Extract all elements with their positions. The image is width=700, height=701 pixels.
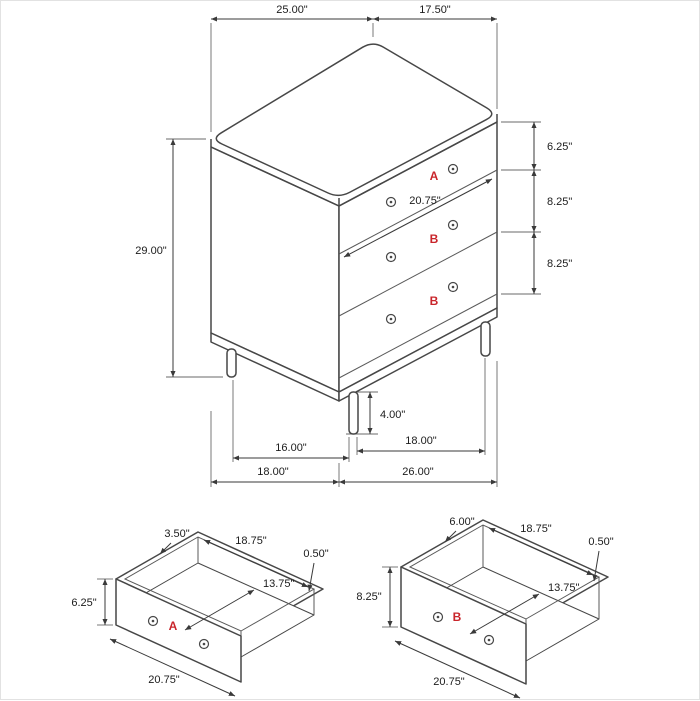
drawer-a-front-width-label: 20.75" (148, 674, 180, 686)
drawer-a-box: A (115, 531, 324, 683)
dim-top-depth-label: 17.50" (419, 4, 451, 16)
main-dimension-lines (170, 16, 537, 485)
leg-front (348, 391, 359, 435)
drawer-b-side-height-label: 6.00" (449, 516, 474, 528)
drawer-a-inner-width-label: 18.75" (235, 535, 267, 547)
leg-right (480, 321, 491, 357)
drawer-a-side-height-label: 3.50" (164, 528, 189, 540)
drawer-a-dimensions: 6.25" 3.50" 18.75" 0.50" 13.75" 20.75" (71, 528, 329, 697)
dim-drawer-b1-height-label: 8.25" (547, 196, 572, 208)
drawer-a-front-height-label: 6.25" (71, 597, 96, 609)
drawer-b-detail: B 8.25" 6.00" 18.75" 0.50" 13.75" 20.75" (356, 516, 614, 699)
dim-height-label: 29.00" (135, 245, 167, 257)
drawer-b-inner-width-label: 18.75" (520, 523, 552, 535)
leg-left (226, 348, 237, 378)
drawer-b-dimensions: 8.25" 6.00" 18.75" 0.50" 13.75" 20.75" (356, 516, 614, 699)
dim-drawer-width-label: 20.75" (409, 195, 441, 207)
drawer-b-front-height-label: 8.25" (356, 591, 381, 603)
main-drawer-letters: A B B (430, 169, 439, 308)
dim-overall-depth-label: 18.00" (257, 466, 289, 478)
main-view: 25.00" 17.50" 29.00" 6.25" 8.25" 8.25" 2… (135, 4, 572, 487)
drawer-b-front-width-label: 20.75" (433, 676, 465, 688)
dim-overall-width-label: 26.00" (402, 466, 434, 478)
drawer-b-detail-letter: B (453, 610, 462, 624)
drawer-a-detail: A 6.25" 3.50" 18.75" 0.50" 13.75" 20.75" (71, 528, 329, 697)
dim-leg-span-depth-label: 16.00" (275, 442, 307, 454)
drawer-b-thickness-label: 0.50" (588, 536, 613, 548)
drawer-b-inner-depth-label: 13.75" (548, 582, 580, 594)
drawer-divider-3 (338, 293, 498, 379)
drawer-a-detail-letter: A (169, 619, 178, 633)
dim-leg-span-width-label: 18.00" (405, 435, 437, 447)
drawer-a-inner-depth-label: 13.75" (263, 578, 295, 590)
drawer-a-letter: A (430, 169, 439, 183)
dim-top-width-label: 25.00" (276, 4, 308, 16)
drawer-b-box: B (400, 519, 609, 685)
dim-leg-height-label: 4.00" (380, 409, 405, 421)
drawer-b1-letter: B (430, 232, 439, 246)
dim-drawer-a-height-label: 6.25" (547, 141, 572, 153)
drawer-b2-letter: B (430, 294, 439, 308)
dim-drawer-b2-height-label: 8.25" (547, 258, 572, 270)
cabinet-body (210, 43, 498, 435)
main-dimension-labels: 25.00" 17.50" 29.00" 6.25" 8.25" 8.25" 2… (135, 4, 572, 478)
cabinet-top-face (215, 43, 493, 197)
base-rail-front (338, 307, 498, 402)
drawer-a-thickness-label: 0.50" (303, 548, 328, 560)
